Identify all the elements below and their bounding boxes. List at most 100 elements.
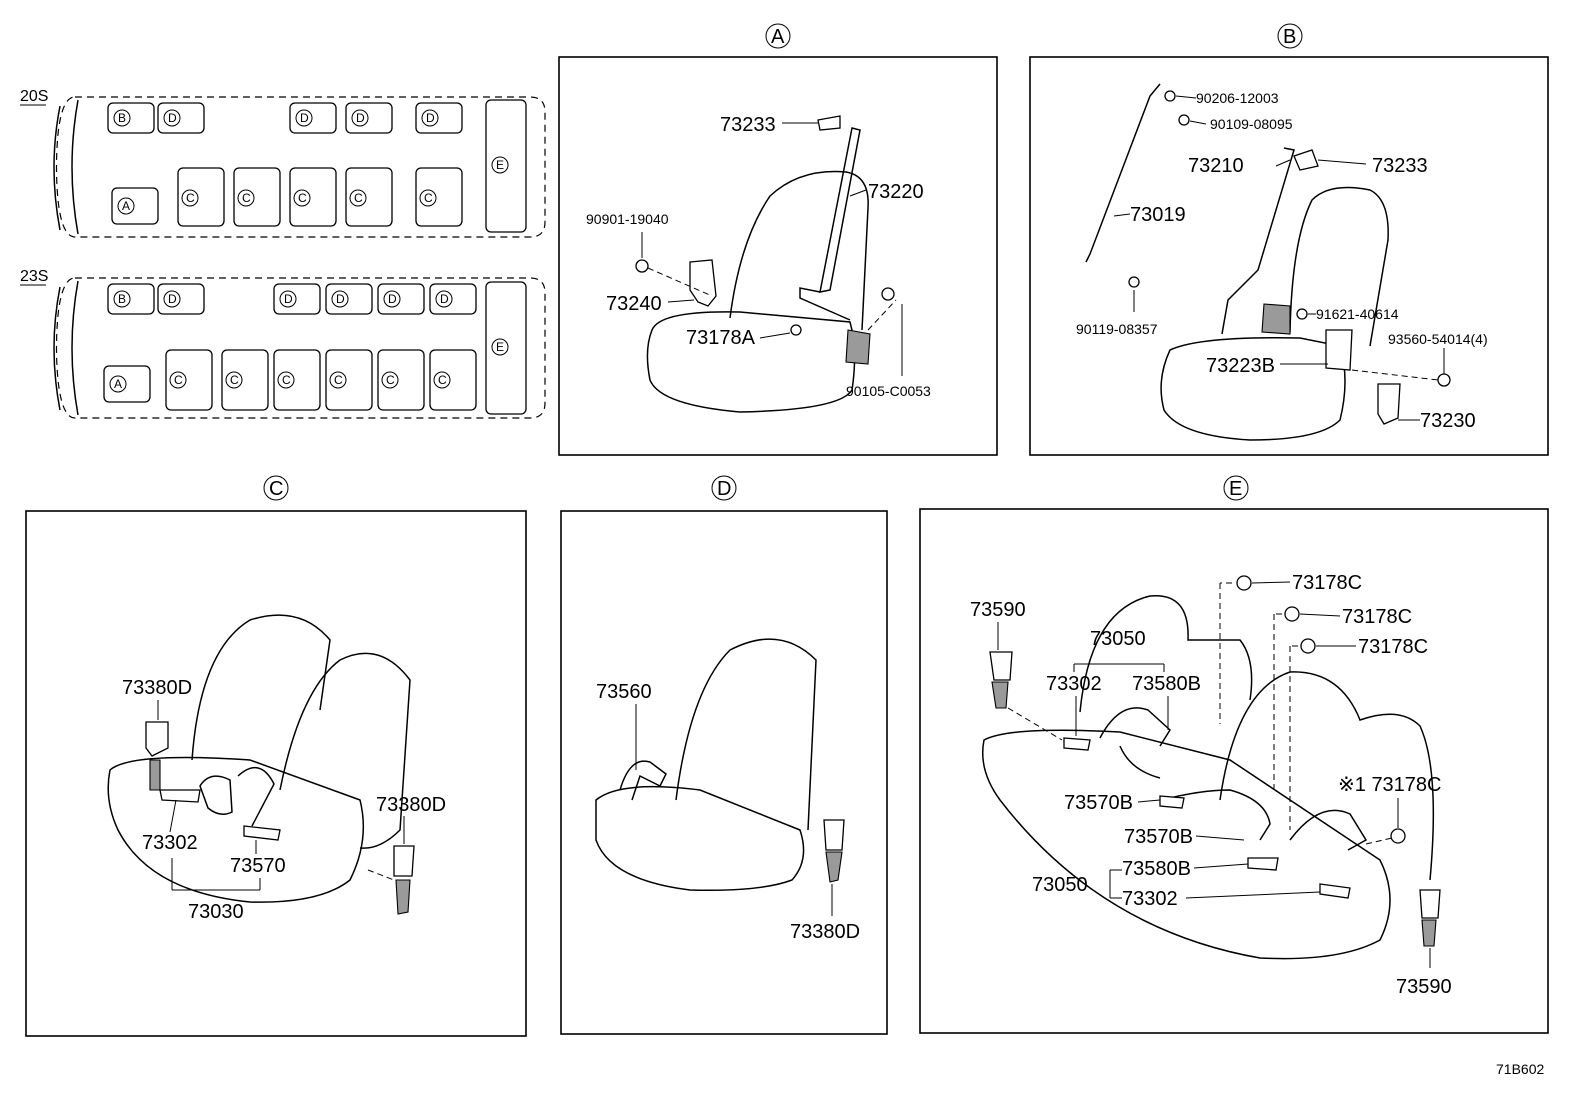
part-label-a-1: 73233 xyxy=(720,114,776,136)
part-label-c-5: 73030 xyxy=(188,901,244,923)
svg-text:D: D xyxy=(356,111,365,125)
seat-c-23s-1: C xyxy=(165,349,213,411)
seat-c-23s-3: C xyxy=(273,349,321,411)
part-label-e-3: 73178C xyxy=(1342,606,1412,628)
figure-code: 71B602 xyxy=(1496,1061,1544,1077)
part-label-c-1: 73380D xyxy=(122,677,192,699)
part-label-b-6: 90119-08357 xyxy=(1076,321,1158,337)
seat-b-23s: B xyxy=(107,283,155,315)
part-label-e-11: 73050 xyxy=(1032,874,1088,896)
svg-text:C: C xyxy=(334,373,343,387)
part-label-e-4: 73178C xyxy=(1358,636,1428,658)
part-label-e-13: 73302 xyxy=(1122,888,1178,910)
svg-text:C: C xyxy=(230,373,239,387)
seat-d-20s-4: D xyxy=(415,102,463,134)
part-label-e-10: ※1 73178C xyxy=(1338,774,1442,796)
svg-text:C: C xyxy=(438,373,447,387)
panel-c-title: C xyxy=(269,478,283,500)
panel-d-title: D xyxy=(717,478,731,500)
part-label-a-3: 90901-19040 xyxy=(586,211,669,227)
seat-d-23s-5: D xyxy=(429,283,477,315)
panel-a-seat xyxy=(646,170,869,413)
svg-text:C: C xyxy=(354,191,363,205)
svg-text:C: C xyxy=(186,191,195,205)
seat-e-20s: E xyxy=(485,99,527,233)
seat-c-23s-5: C xyxy=(377,349,425,411)
svg-text:B: B xyxy=(118,111,126,125)
svg-text:C: C xyxy=(174,373,183,387)
part-label-b-8: 93560-54014(4) xyxy=(1388,331,1488,347)
svg-text:D: D xyxy=(300,111,309,125)
part-label-e-9: 73570B xyxy=(1124,826,1193,848)
part-label-e-6: 73302 xyxy=(1046,673,1102,695)
part-label-b-10: 73230 xyxy=(1420,410,1476,432)
seat-d-23s-2: D xyxy=(273,283,321,315)
svg-text:C: C xyxy=(298,191,307,205)
seat-e-23s: E xyxy=(485,281,527,415)
svg-text:D: D xyxy=(388,292,397,306)
part-label-d-1: 73560 xyxy=(596,681,652,703)
seat-b-20s: B xyxy=(107,102,155,134)
svg-text:D: D xyxy=(440,292,449,306)
svg-text:B: B xyxy=(118,292,126,306)
part-label-e-8: 73570B xyxy=(1064,792,1133,814)
panel-c: C 73380D 73380D 73302 73570 73030 xyxy=(25,475,527,1037)
panel-b-title: B xyxy=(1283,26,1296,48)
seat-d-23s-1: D xyxy=(157,283,205,315)
seat-c-23s-2: C xyxy=(221,349,269,411)
layout-label-20s: 20S xyxy=(20,88,48,105)
part-label-c-4: 73570 xyxy=(230,855,286,877)
svg-text:D: D xyxy=(336,292,345,306)
part-label-e-5: 73050 xyxy=(1090,628,1146,650)
panel-e-seat xyxy=(981,595,1435,960)
part-label-b-5: 73019 xyxy=(1130,204,1186,226)
seat-a-23s: A xyxy=(103,365,151,403)
part-label-b-1: 90206-12003 xyxy=(1196,90,1279,106)
svg-text:D: D xyxy=(426,111,435,125)
panel-b-seat xyxy=(1160,186,1389,441)
seat-d-20s-3: D xyxy=(345,102,393,134)
layout-label-23s: 23S xyxy=(20,268,48,285)
panel-d: D 73560 73380D xyxy=(560,475,888,1035)
svg-text:A: A xyxy=(114,377,122,391)
part-label-e-7: 73580B xyxy=(1132,673,1201,695)
seat-c-20s-5: C xyxy=(415,167,463,227)
part-label-a-5: 73178A xyxy=(686,327,756,349)
svg-text:C: C xyxy=(242,191,251,205)
part-label-a-2: 73220 xyxy=(868,181,924,203)
part-label-b-4: 73233 xyxy=(1372,155,1428,177)
part-label-b-7: 91621-40614 xyxy=(1316,306,1399,322)
svg-text:C: C xyxy=(282,373,291,387)
part-label-e-12: 73580B xyxy=(1122,858,1191,880)
panel-a-title: A xyxy=(771,26,785,48)
svg-text:E: E xyxy=(496,340,504,354)
svg-text:A: A xyxy=(122,199,130,213)
svg-text:D: D xyxy=(168,292,177,306)
svg-text:C: C xyxy=(424,191,433,205)
seat-d-20s-2: D xyxy=(289,102,337,134)
part-label-e-1: 73590 xyxy=(970,599,1026,621)
layout-23s: 23S B D D D D xyxy=(20,268,546,419)
seat-c-20s-4: C xyxy=(345,167,393,227)
seat-c-20s-1: C xyxy=(177,167,225,227)
layout-20s: 20S B D D D D xyxy=(20,88,546,238)
svg-text:D: D xyxy=(284,292,293,306)
seat-d-23s-4: D xyxy=(377,283,425,315)
svg-text:D: D xyxy=(168,111,177,125)
panel-c-seat xyxy=(107,614,411,903)
svg-text:E: E xyxy=(496,158,504,172)
panel-e: E xyxy=(919,475,1549,1034)
part-label-a-6: 90105-C0053 xyxy=(846,383,931,399)
part-label-c-3: 73302 xyxy=(142,832,198,854)
part-label-c-2: 73380D xyxy=(376,794,446,816)
seat-c-23s-6: C xyxy=(429,349,477,411)
seat-c-20s-2: C xyxy=(233,167,281,227)
part-label-b-3: 73210 xyxy=(1188,155,1244,177)
part-label-b-9: 73223B xyxy=(1206,355,1275,377)
part-label-a-4: 73240 xyxy=(606,293,662,315)
panel-d-seat xyxy=(595,638,817,892)
part-label-b-2: 90109-08095 xyxy=(1210,116,1293,132)
seat-c-20s-3: C xyxy=(289,167,337,227)
part-label-e-14: 73590 xyxy=(1396,976,1452,998)
